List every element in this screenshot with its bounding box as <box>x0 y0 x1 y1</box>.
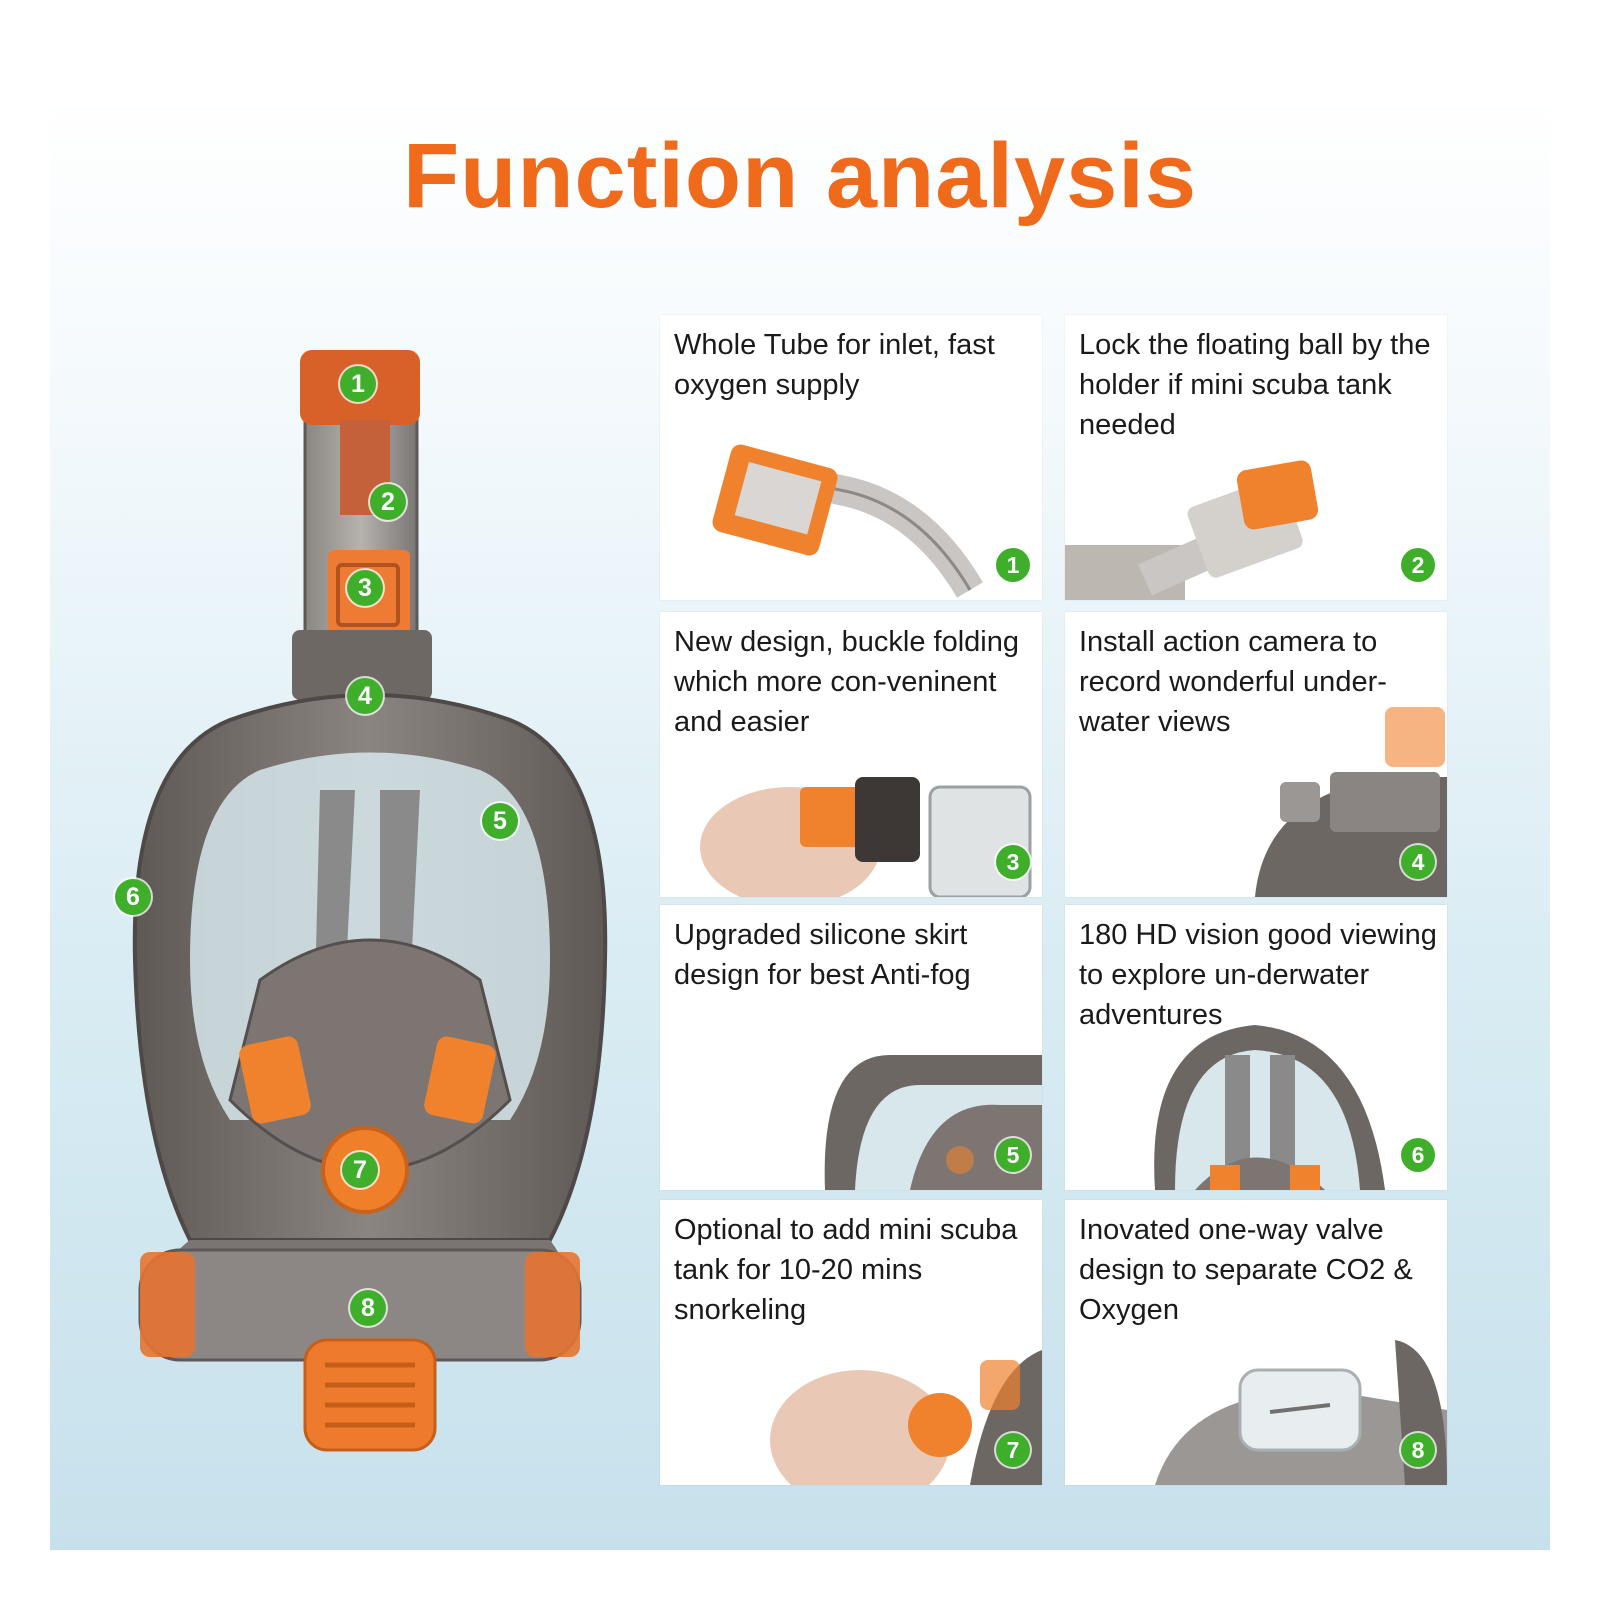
snorkel-mask-icon <box>132 350 608 1452</box>
buckle-fold-icon <box>700 777 1032 897</box>
feature-card-3: New design, buckle folding which more co… <box>660 612 1042 897</box>
camera-mount-icon <box>1255 707 1447 897</box>
badge-7: 7 <box>996 1433 1030 1467</box>
feature-card-4: Install action camera to record wonderfu… <box>1065 612 1447 897</box>
feature-text: New design, buckle folding which more co… <box>674 626 1019 738</box>
feature-text: Install action camera to record wonderfu… <box>1079 626 1387 738</box>
badge-4: 4 <box>1401 845 1435 879</box>
badge-8: 8 <box>1401 1433 1435 1467</box>
feature-card-8: Inovated one-way valve design to separat… <box>1065 1200 1447 1485</box>
feature-text: Optional to add mini scuba tank for 10-2… <box>674 1214 1018 1326</box>
badge-2: 2 <box>1401 548 1435 582</box>
feature-text: Upgraded silicone skirt design for best … <box>674 919 971 991</box>
feature-card-6: 180 HD vision good viewing to explore un… <box>1065 905 1447 1190</box>
badge-5: 5 <box>996 1138 1030 1172</box>
badge-1: 1 <box>996 548 1030 582</box>
feature-card-7: Optional to add mini scuba tank for 10-2… <box>660 1200 1042 1485</box>
snorkel-tube-icon <box>712 444 983 598</box>
feature-card-2: Lock the floating ball by the holder if … <box>1065 315 1447 600</box>
scuba-valve-icon <box>770 1350 1042 1485</box>
floating-ball-holder-icon <box>1065 460 1319 600</box>
feature-card-1: Whole Tube for inlet, fast oxygen supply… <box>660 315 1042 600</box>
feature-text: Whole Tube for inlet, fast oxygen supply <box>674 329 995 401</box>
badge-3: 3 <box>996 845 1030 879</box>
full-face-view-icon <box>1154 1025 1385 1190</box>
feature-text: 180 HD vision good viewing to explore un… <box>1079 919 1437 1031</box>
feature-text: Inovated one-way valve design to separat… <box>1079 1214 1413 1326</box>
page-title: Function analysis <box>402 125 1198 227</box>
feature-text: Lock the floating ball by the holder if … <box>1079 329 1431 441</box>
feature-card-5: Upgraded silicone skirt design for best … <box>660 905 1042 1190</box>
badge-6: 6 <box>1401 1138 1435 1172</box>
